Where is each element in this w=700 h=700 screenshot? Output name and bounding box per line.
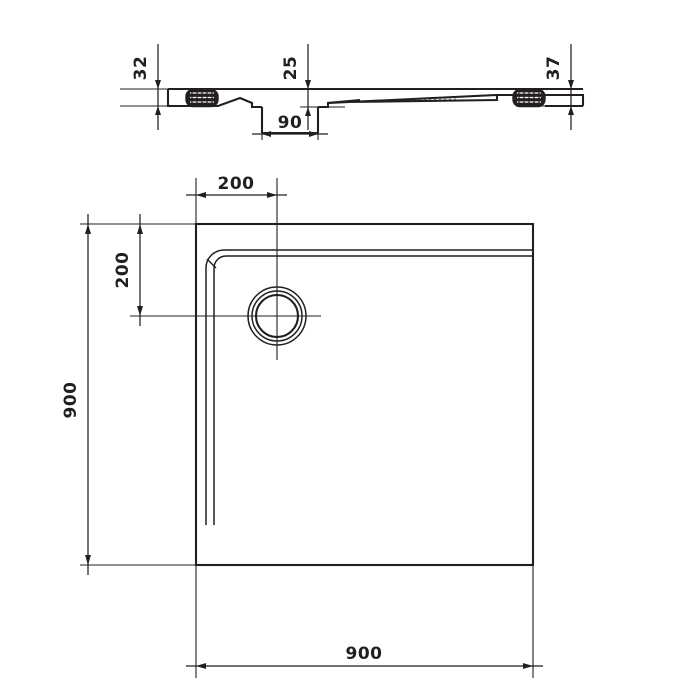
- arrow-200h-right: [267, 192, 277, 198]
- dimension-25: 25: [281, 44, 345, 130]
- arrow-200v-top: [137, 224, 143, 234]
- arrow-25-bottom: [305, 107, 311, 116]
- arrow-200h-left: [196, 192, 206, 198]
- arrow-32-bottom: [155, 106, 161, 115]
- section-right-wedge: [327, 93, 499, 105]
- arrow-25-top: [305, 80, 311, 89]
- dim-label-200-vertical: 200: [113, 252, 133, 289]
- right-foot-dots: [518, 91, 540, 105]
- dimension-90: 90: [252, 107, 328, 140]
- dim-label-900-horizontal: 900: [346, 644, 383, 664]
- left-foot-dots: [191, 91, 213, 105]
- dim-label-90: 90: [278, 113, 303, 133]
- arrow-900v-top: [85, 224, 91, 234]
- basin-corner-chamfer: [206, 258, 217, 269]
- section-left-foot: [185, 88, 219, 108]
- dimension-200-horizontal: 200: [186, 174, 287, 272]
- dimension-32: 32: [120, 44, 168, 130]
- dim-label-900-vertical: 900: [61, 382, 81, 419]
- arrow-90-left: [262, 131, 271, 137]
- dimension-900-vertical: 900: [61, 214, 196, 575]
- dim-label-37: 37: [544, 56, 564, 81]
- section-wedge-hatching: [409, 98, 456, 102]
- arrow-37-bottom: [568, 106, 574, 115]
- cross-section-view: 32 25 37 90: [120, 44, 585, 140]
- arrow-90-right: [309, 131, 318, 137]
- arrow-900h-right: [523, 663, 533, 669]
- arrow-900v-bottom: [85, 555, 91, 565]
- dim-label-32: 32: [131, 56, 151, 81]
- dimension-900-horizontal: 900: [186, 565, 543, 678]
- arrow-37-top: [568, 80, 574, 89]
- dim-label-25: 25: [281, 56, 301, 81]
- tray-outline: [194, 222, 535, 567]
- section-right-foot: [512, 88, 546, 108]
- dim-label-200-horizontal: 200: [218, 174, 255, 194]
- arrow-200v-bottom: [137, 306, 143, 316]
- basin-inner-edge-outer: [205, 249, 533, 525]
- arrow-32-top: [155, 80, 161, 89]
- basin-inner-edge-inner: [213, 255, 533, 525]
- plan-view: 200 200 900 900: [61, 174, 543, 678]
- arrow-900h-left: [196, 663, 206, 669]
- dimension-37: 37: [540, 44, 583, 130]
